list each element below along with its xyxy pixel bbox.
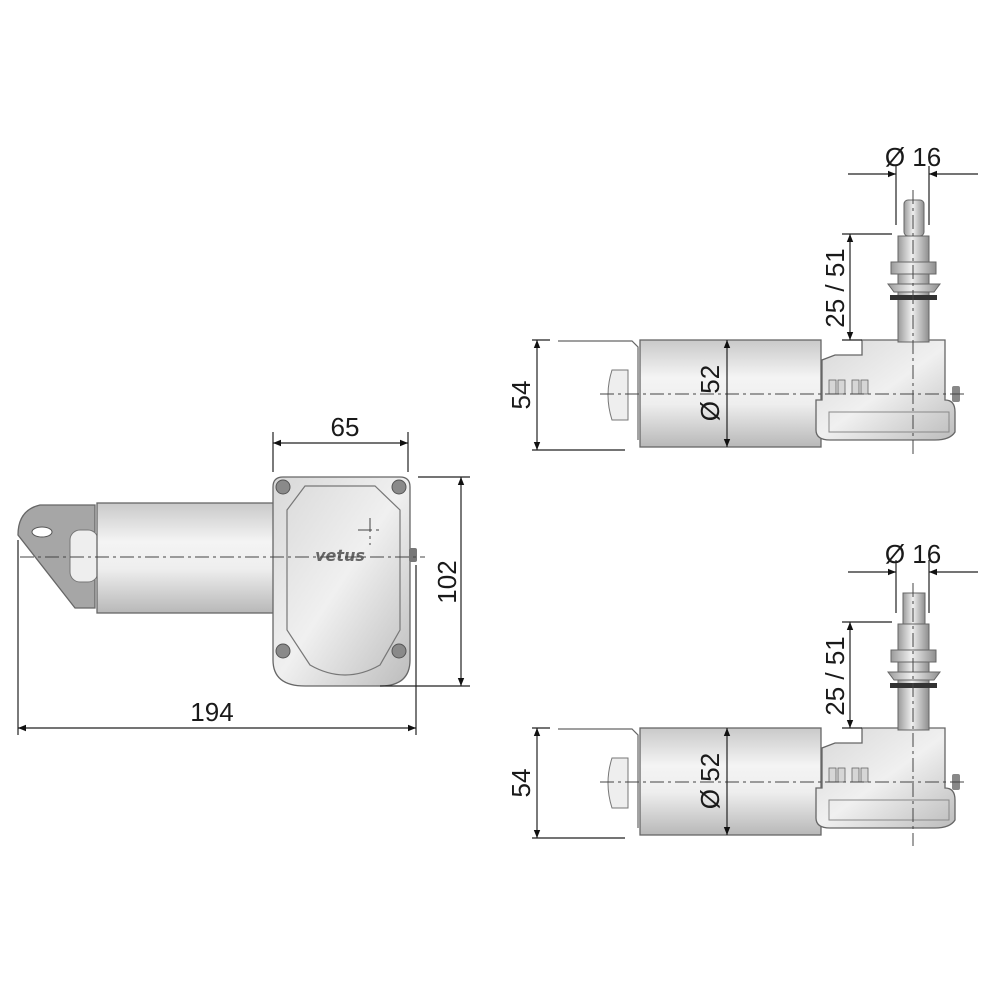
gearbox-cover-outline (286, 485, 401, 676)
end-cap (607, 369, 629, 421)
dimension-shaft-length: 25 / 51 (820, 248, 850, 328)
gearbox-plate (828, 799, 950, 821)
dimension-diameter-52: Ø 52 (695, 753, 725, 809)
dimension-102: 102 (432, 560, 462, 603)
dimension-diameter-16: Ø 16 (885, 142, 941, 172)
end-cap (607, 757, 629, 809)
bracket-slot (31, 526, 53, 538)
gearbox-housing (815, 727, 956, 829)
side-view-nut-shaft: 54 Ø 52 25 / 51 Ø 16 (506, 142, 978, 458)
screw-icon (275, 643, 291, 659)
washer (887, 283, 941, 293)
terminal-block (828, 767, 869, 783)
top-view: vetus 65 102 194 (17, 412, 470, 735)
washer (887, 671, 941, 681)
dimension-54: 54 (506, 769, 536, 798)
dimension-shaft-length: 25 / 51 (820, 636, 850, 716)
gearbox-housing (815, 339, 956, 441)
motor-cylinder (96, 502, 275, 614)
brand-logo: vetus (315, 546, 365, 565)
dimension-diameter-52: Ø 52 (695, 365, 725, 421)
side-view-spline-shaft: 54 Ø 52 25 / 51 Ø 16 (506, 539, 978, 846)
dimension-diameter-16: Ø 16 (885, 539, 941, 569)
screw-icon (275, 479, 291, 495)
dimension-54: 54 (506, 381, 536, 410)
dimension-194: 194 (190, 697, 233, 727)
shaft-stub (409, 548, 417, 562)
screw-icon (391, 479, 407, 495)
dimension-65: 65 (331, 412, 360, 442)
splined-shaft-tip (902, 592, 926, 625)
gearbox-housing (272, 476, 411, 687)
gearbox-plate (828, 411, 950, 433)
shaft-tip (903, 199, 925, 237)
end-cap (69, 529, 99, 583)
screw-icon (391, 643, 407, 659)
